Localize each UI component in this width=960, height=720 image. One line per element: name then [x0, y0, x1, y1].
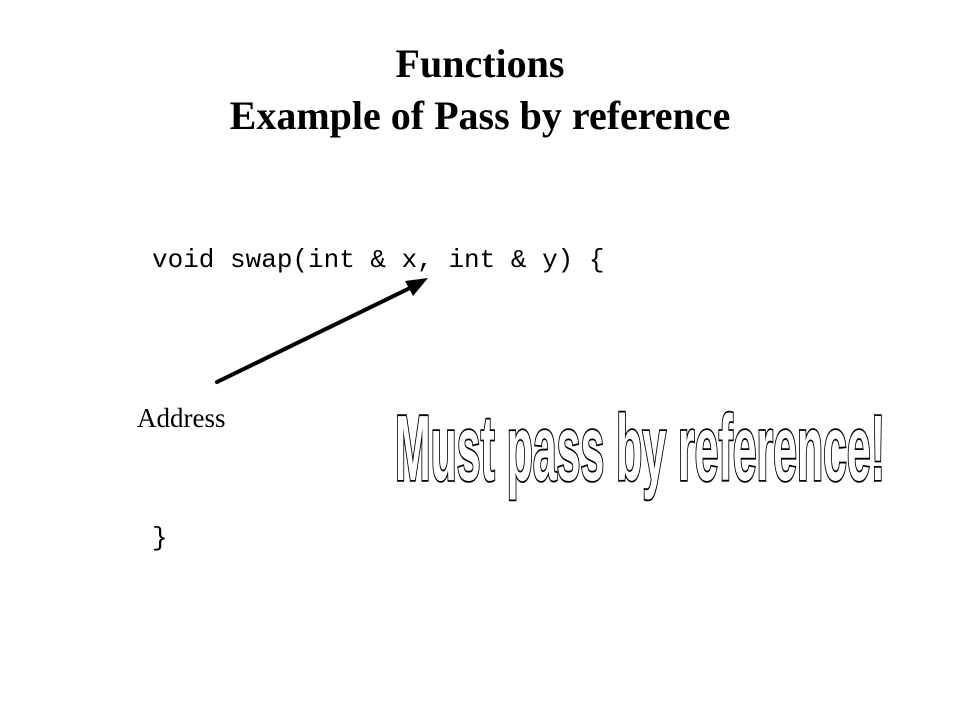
page-title: Functions Example of Pass by reference [0, 38, 960, 142]
title-line-1: Functions [395, 41, 565, 86]
arrow-head [405, 278, 428, 296]
function-signature-code: void swap(int & x, int & y) { [152, 245, 605, 275]
closing-brace-code: } [152, 523, 168, 553]
callout-text: Must pass by reference! [395, 395, 885, 500]
arrow-shaft [215, 286, 412, 384]
callout-banner: Must pass by reference! [394, 394, 887, 502]
title-line-2: Example of Pass by reference [229, 93, 731, 138]
address-label: Address [137, 403, 226, 433]
